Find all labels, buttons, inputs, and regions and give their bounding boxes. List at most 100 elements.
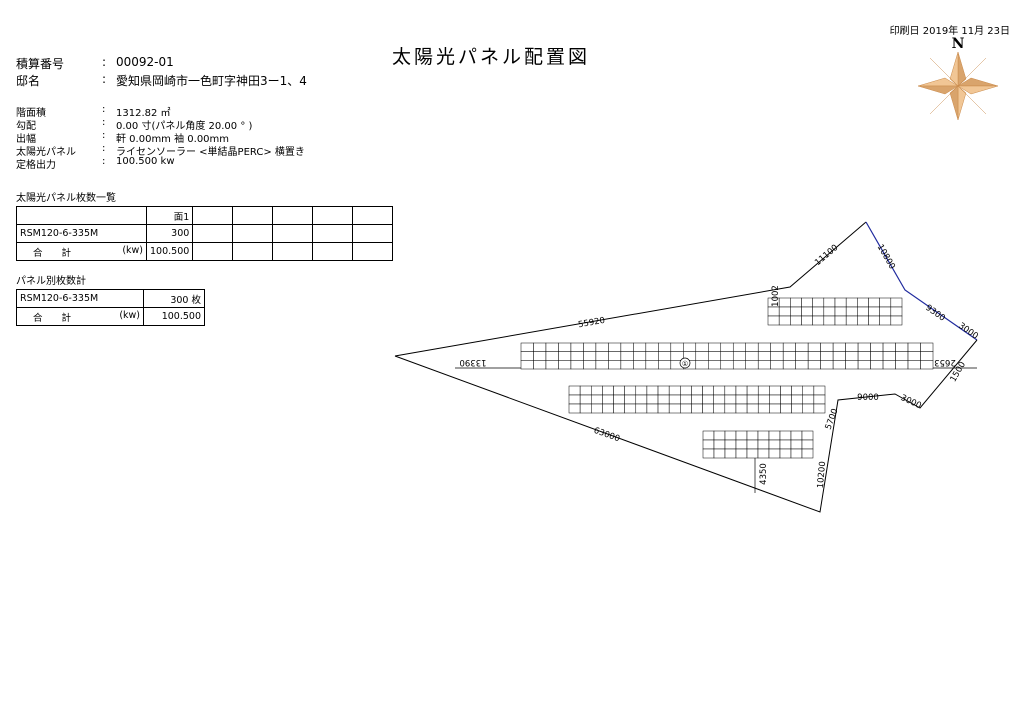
solar-panel <box>568 394 581 405</box>
solar-panel <box>732 351 746 361</box>
solar-panel <box>624 394 637 405</box>
solar-panel <box>657 403 670 414</box>
print-date: 印刷日 2019年 11月 23日 <box>889 26 1010 37</box>
info-value: 軒 0.00mm 袖 0.00mm <box>116 134 230 145</box>
solar-panel <box>769 394 781 405</box>
solar-panel <box>633 360 647 370</box>
solar-panel <box>834 315 847 326</box>
estimate-number-label: 積算番号 <box>16 57 65 71</box>
solar-panel <box>782 342 796 352</box>
solar-panel <box>857 297 869 308</box>
solar-panel <box>890 306 903 317</box>
solar-panel <box>801 297 813 308</box>
solar-panel <box>602 394 614 405</box>
solar-panel <box>602 403 614 414</box>
solar-panel <box>635 394 648 405</box>
solar-panel <box>680 403 692 414</box>
solar-panel <box>735 403 748 414</box>
solar-panel <box>907 351 921 361</box>
solar-panel <box>845 306 858 317</box>
solar-panel <box>645 342 659 352</box>
solar-panel <box>790 448 803 459</box>
solar-panel <box>907 360 921 370</box>
solar-panel <box>746 394 759 405</box>
solar-panel <box>645 351 659 361</box>
solar-panel <box>702 403 714 414</box>
residence-value: 愛知県岡崎市一色町字神田3ー1、4 <box>116 74 307 88</box>
solar-panel <box>613 385 625 396</box>
dimension-label: 10800 <box>875 243 897 271</box>
solar-panel <box>724 448 737 459</box>
solar-panel <box>802 403 815 414</box>
solar-panel <box>857 360 871 370</box>
solar-panel <box>633 351 647 361</box>
solar-panel <box>895 351 909 361</box>
solar-panel <box>845 351 859 361</box>
solar-panel <box>801 430 814 441</box>
solar-panel <box>558 342 572 352</box>
total-label-cell: 合 計(kw) <box>16 307 144 326</box>
solar-panel <box>845 342 859 352</box>
panel-count-title: パネル別枚数計 <box>16 276 86 287</box>
solar-panel <box>868 315 880 326</box>
solar-panel <box>802 394 815 405</box>
dimension-label: 9000 <box>857 393 879 403</box>
solar-panel <box>558 360 572 370</box>
solar-panel <box>579 394 592 405</box>
dimension-label: 5700 <box>824 407 841 431</box>
solar-panel <box>724 430 737 441</box>
panel-array <box>702 430 814 459</box>
solar-panel <box>608 360 622 370</box>
solar-panel <box>608 342 622 352</box>
solar-panel <box>768 448 781 459</box>
solar-panel <box>620 342 634 352</box>
solar-panel <box>670 342 684 352</box>
solar-panel <box>770 342 784 352</box>
solar-panel <box>807 342 821 352</box>
solar-panel <box>812 306 825 317</box>
solar-panel <box>745 342 759 352</box>
solar-panel <box>746 430 759 441</box>
solar-panel <box>767 315 780 326</box>
solar-panel <box>791 403 803 414</box>
solar-panel <box>624 385 637 396</box>
total-label-cell: 合 計(kw) <box>16 242 147 261</box>
dimension-label: 1002 <box>771 285 781 307</box>
solar-panel <box>558 351 572 361</box>
solar-panel <box>882 342 896 352</box>
solar-panel <box>635 385 648 396</box>
solar-panel <box>780 403 792 414</box>
solar-panel <box>568 403 581 414</box>
solar-panel <box>735 448 748 459</box>
solar-panel <box>745 360 759 370</box>
solar-panel <box>768 430 781 441</box>
solar-panel <box>767 306 780 317</box>
info-label: 階面積 <box>16 108 46 119</box>
solar-panel <box>595 351 609 361</box>
solar-panel <box>795 351 809 361</box>
solar-panel <box>746 403 759 414</box>
dimension-label: 10200 <box>816 461 828 489</box>
solar-panel <box>770 351 784 361</box>
solar-panel <box>807 351 821 361</box>
solar-panel <box>890 297 903 308</box>
solar-panel <box>807 360 821 370</box>
solar-panel <box>812 315 825 326</box>
solar-panel <box>823 315 836 326</box>
info-value: ライセンソーラー <単結晶PERC> 横置き <box>116 147 305 158</box>
info-label: 出幅 <box>16 134 36 145</box>
solar-panel <box>668 394 681 405</box>
solar-panel <box>879 297 892 308</box>
north-label: N <box>952 36 965 52</box>
solar-panel <box>778 315 791 326</box>
solar-panel <box>720 351 734 361</box>
solar-panel <box>724 403 737 414</box>
solar-panel <box>646 385 659 396</box>
solar-panel <box>658 342 672 352</box>
solar-panel <box>791 385 803 396</box>
face-marker <box>679 357 691 369</box>
solar-panel <box>702 439 715 450</box>
solar-panel <box>769 385 781 396</box>
solar-panel <box>868 306 880 317</box>
solar-panel <box>812 297 825 308</box>
